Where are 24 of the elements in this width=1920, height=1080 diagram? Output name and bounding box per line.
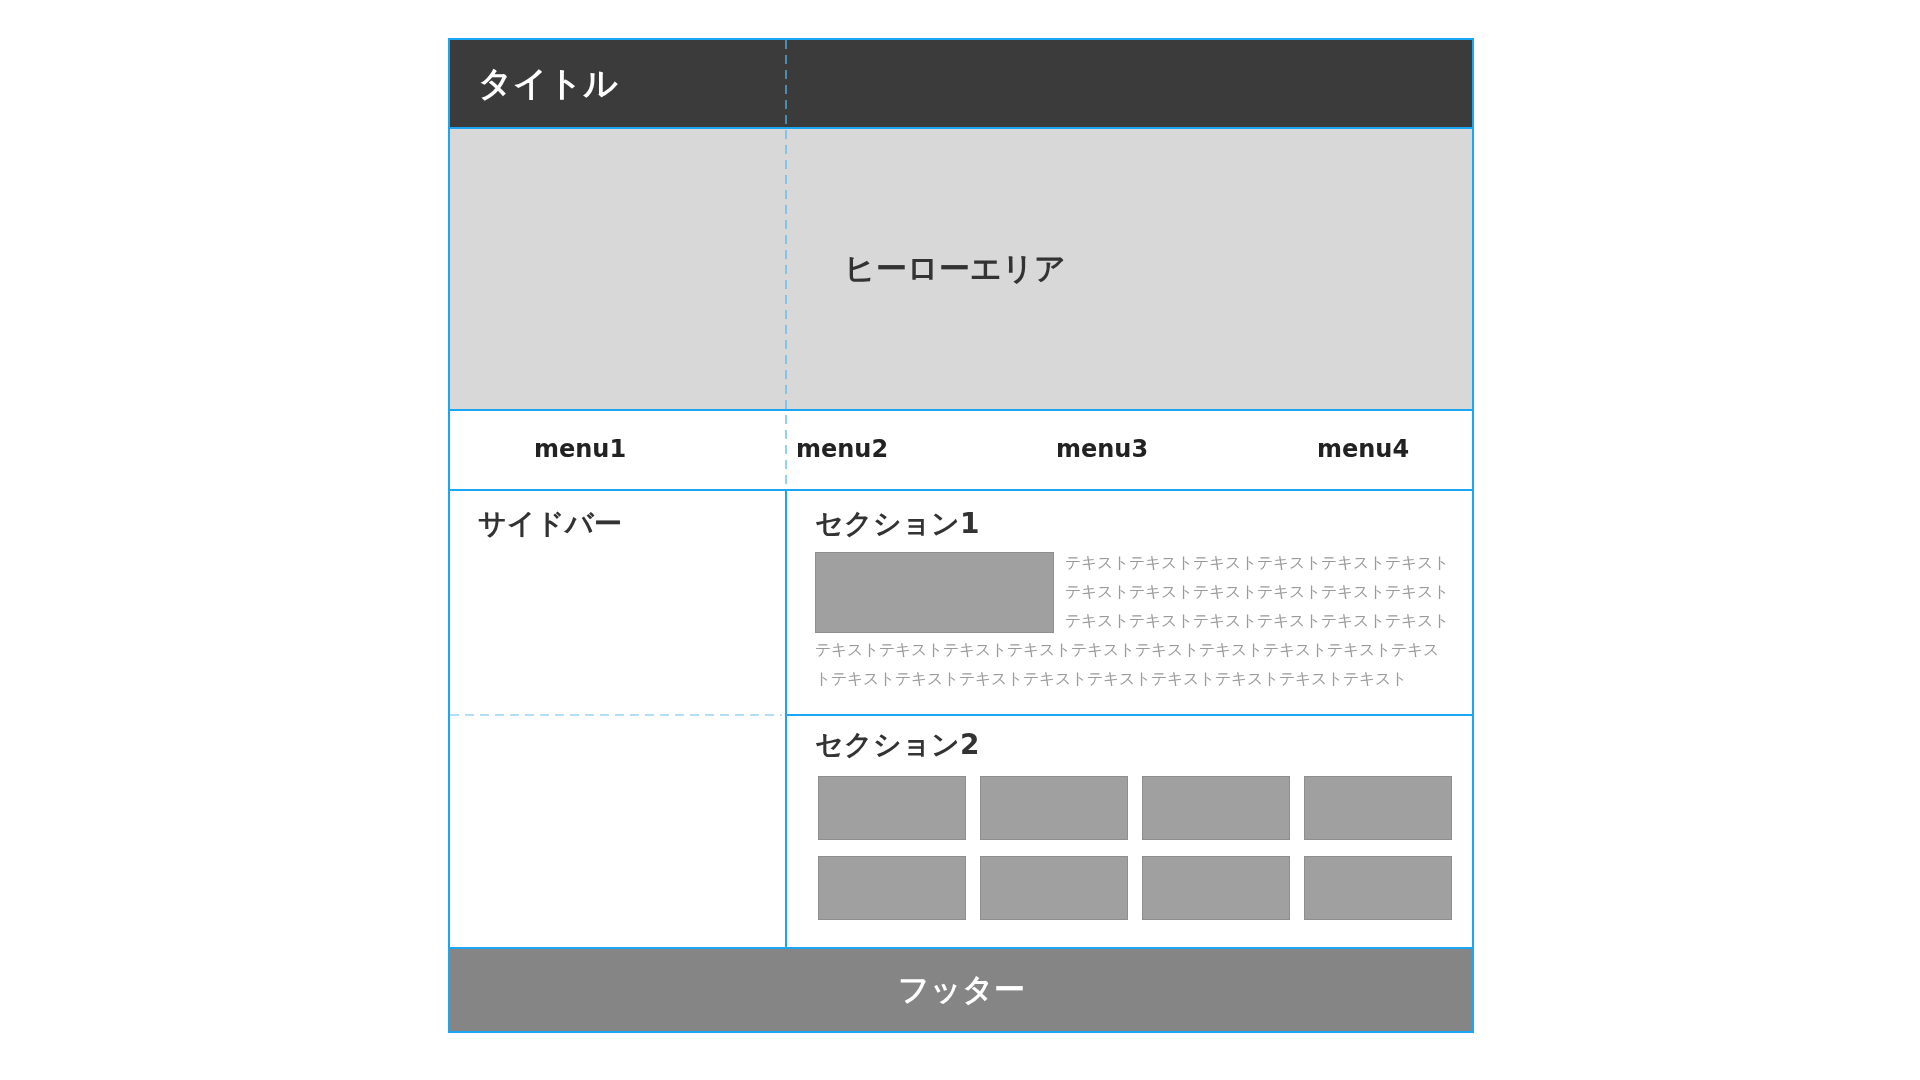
image-placeholder bbox=[818, 856, 966, 920]
header-bar bbox=[448, 38, 1474, 129]
body-text: テキストテキストテキストテキストテキストテキストテキストテキストテキストテキストテキストテキストテキストテキストテキストテキストテキストテキストテキストテキストテキストテキストテキストテキストテキストテキストテキストテキストテキストテキストテキストテキストテキストテキストテキストテキストテキスト bbox=[815, 552, 1450, 690]
nav-bar bbox=[448, 409, 1474, 491]
image-placeholder bbox=[1304, 776, 1452, 840]
image-placeholder bbox=[1304, 856, 1452, 920]
hero-heading: ヒーローエリア bbox=[844, 250, 1066, 288]
footer-bar bbox=[448, 947, 1474, 1033]
nav-link: menu4 bbox=[1316, 434, 1410, 464]
section-heading: セクション1 bbox=[815, 506, 980, 542]
image-placeholder bbox=[980, 856, 1128, 920]
nav-link: menu1 bbox=[533, 434, 627, 464]
image-placeholder bbox=[980, 776, 1128, 840]
nav-link: menu2 bbox=[795, 434, 889, 464]
section-heading: セクション2 bbox=[815, 727, 980, 763]
site-title: タイトル bbox=[478, 63, 618, 104]
image-placeholder bbox=[1142, 856, 1290, 920]
image-placeholder bbox=[815, 552, 1054, 633]
image-placeholder bbox=[818, 776, 966, 840]
nav-link: menu3 bbox=[1055, 434, 1149, 464]
sidebar-heading: サイドバー bbox=[478, 506, 622, 542]
footer-text: フッター bbox=[897, 971, 1025, 1009]
image-placeholder bbox=[1142, 776, 1290, 840]
hero-banner bbox=[448, 127, 1474, 411]
